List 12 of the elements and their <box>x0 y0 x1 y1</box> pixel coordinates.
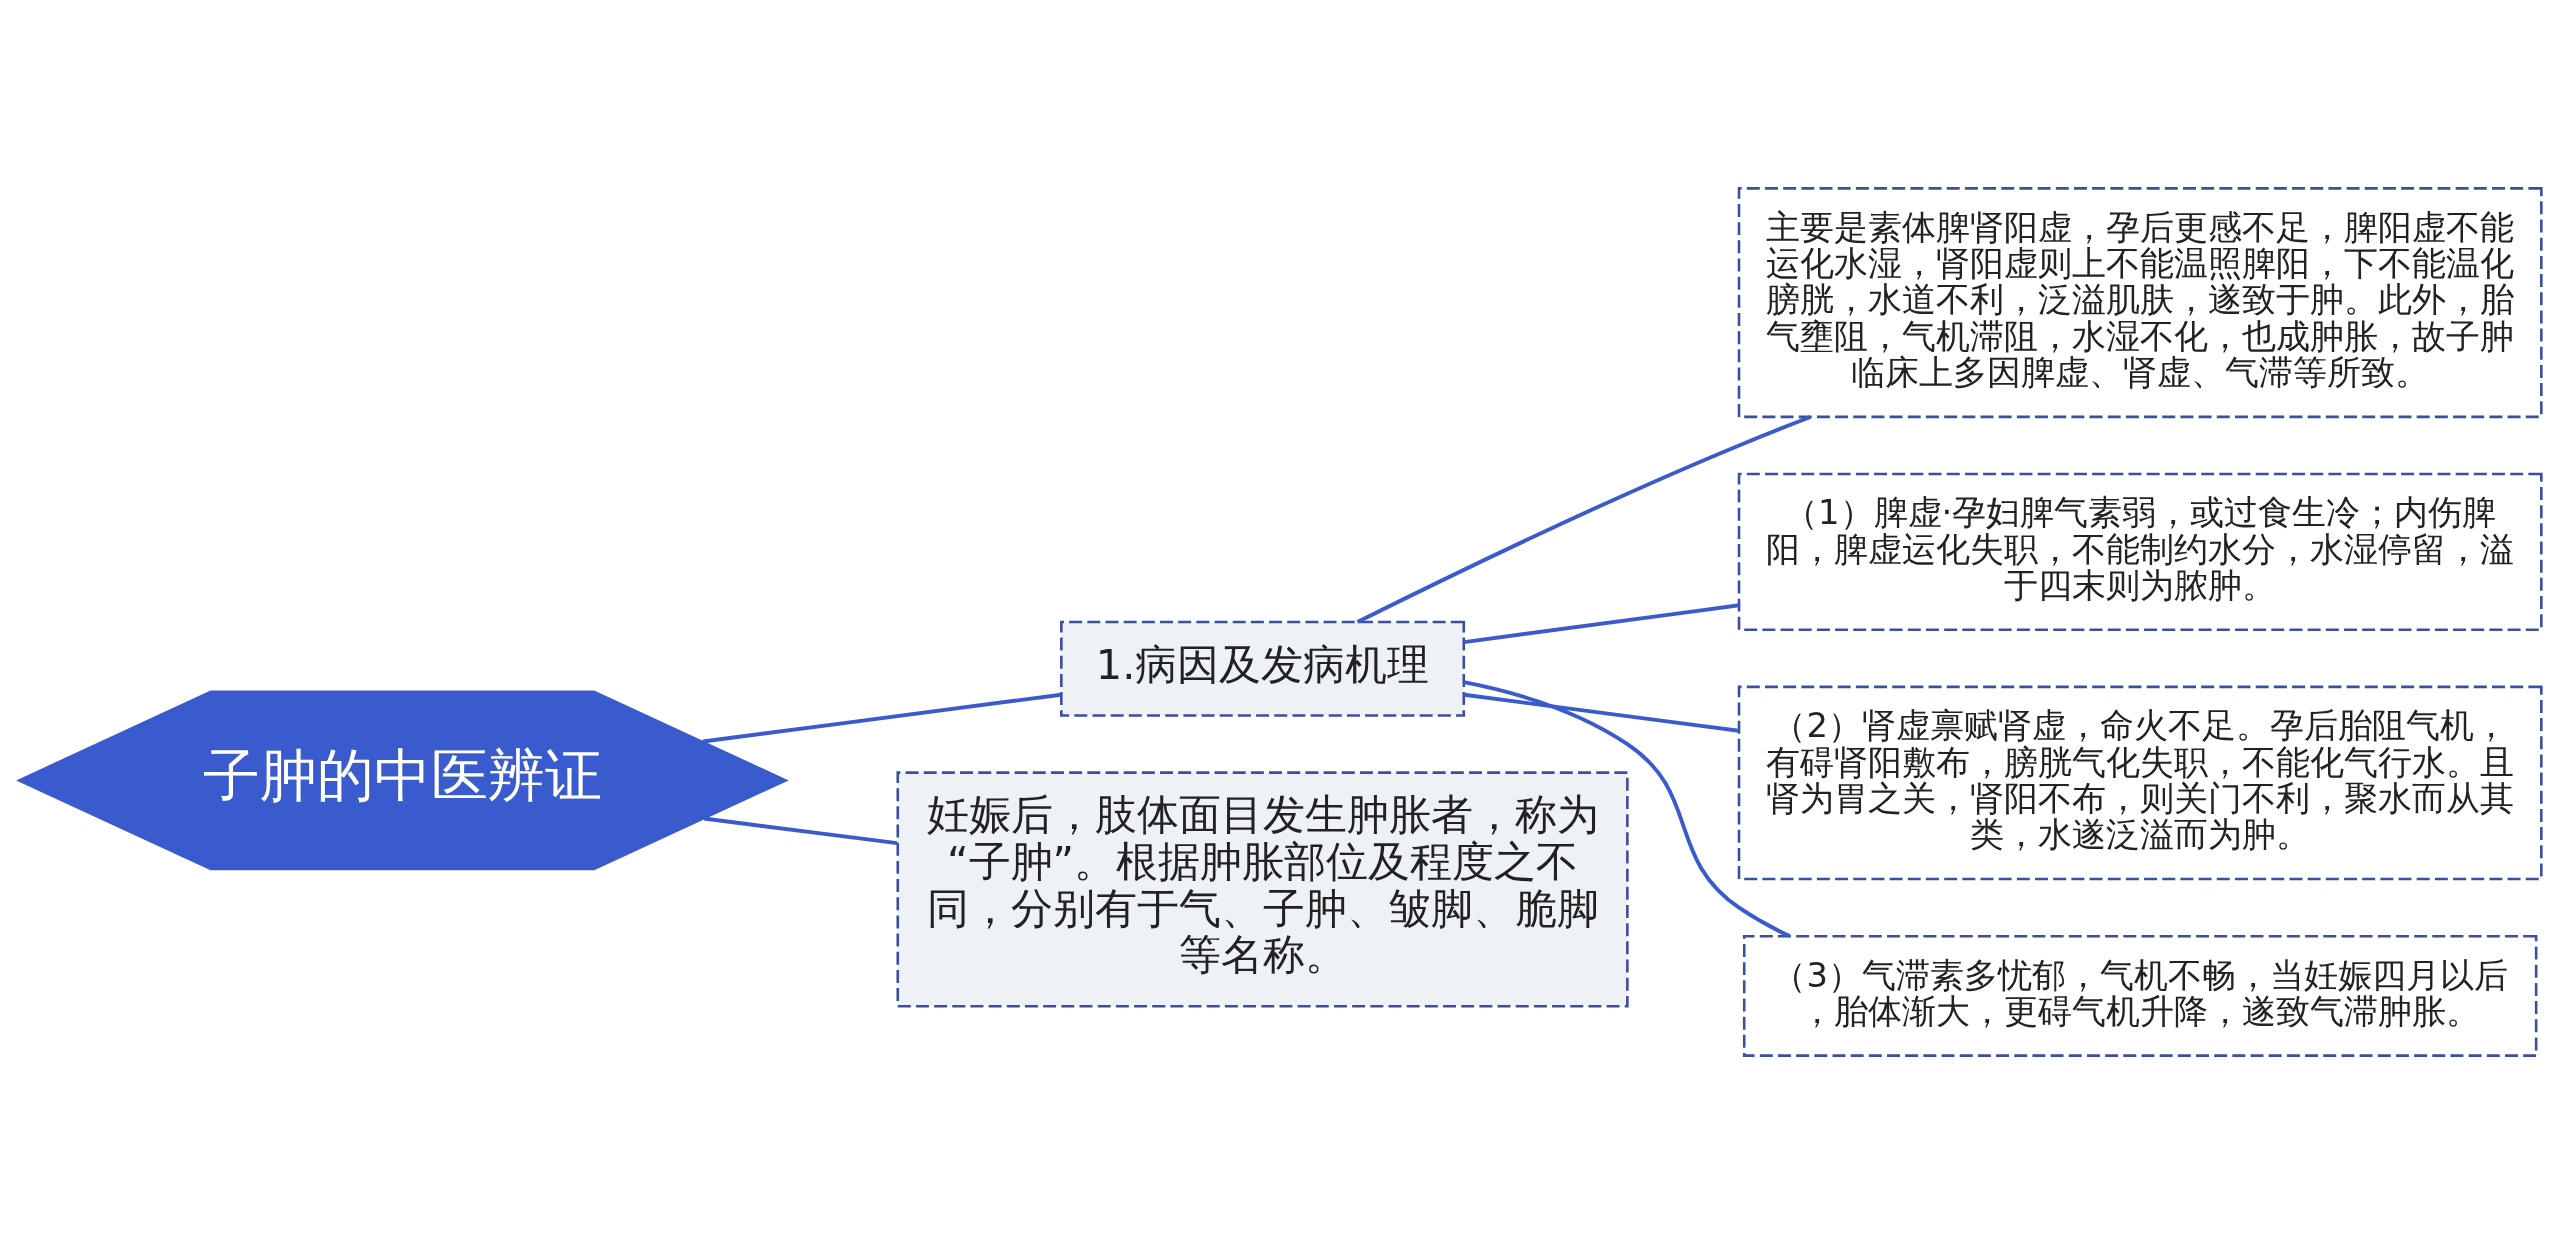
node-box: （3）气滞素多忧郁，气机不畅，当妊娠四月以后，胎体渐大，更碍气机升降，遂致气滞肿胀。 <box>1742 934 2538 1057</box>
connector <box>1464 692 1740 733</box>
connector <box>702 692 1062 743</box>
connector <box>1356 414 1812 624</box>
node-box: 妊娠后，肢体面目发生肿胀者，称为“子肿”。根据肿胀部位及程度之不同，分别有于气、子肿、皱脚、脆脚等名称。 <box>896 770 1629 1008</box>
connector <box>1463 602 1740 644</box>
node-box: 主要是素体脾肾阳虚，孕后更感不足，脾阳虚不能运化水湿，肾阳虚则上不能温照脾阳，下不能温化膀胱，水道不利，泛溢肌肤，遂致于肿。此外，胎气壅阻，气机滞阻，水湿不化，也成肿胀，故子肿临床上多因脾虚、肾虚、气滞等所致。 <box>1737 186 2543 418</box>
node-box: （1）脾虚·孕妇脾气素弱，或过食生冷；内伤脾阳，脾虚运化失职，不能制约水分，水湿停留，溢于四末则为脓肿。 <box>1737 472 2543 631</box>
connector <box>1463 679 1791 938</box>
node-box: 1.病因及发病机理 <box>1060 620 1466 717</box>
node-box: （2）肾虚禀赋肾虚，命火不足。孕后胎阻气机，有碍肾阳敷布，膀胱气化失职，不能化气行水。且肾为胃之关，肾阳不布，则关门不利，聚水而从其类，水遂泛溢而为肿。 <box>1737 685 2543 880</box>
connector <box>703 816 898 845</box>
